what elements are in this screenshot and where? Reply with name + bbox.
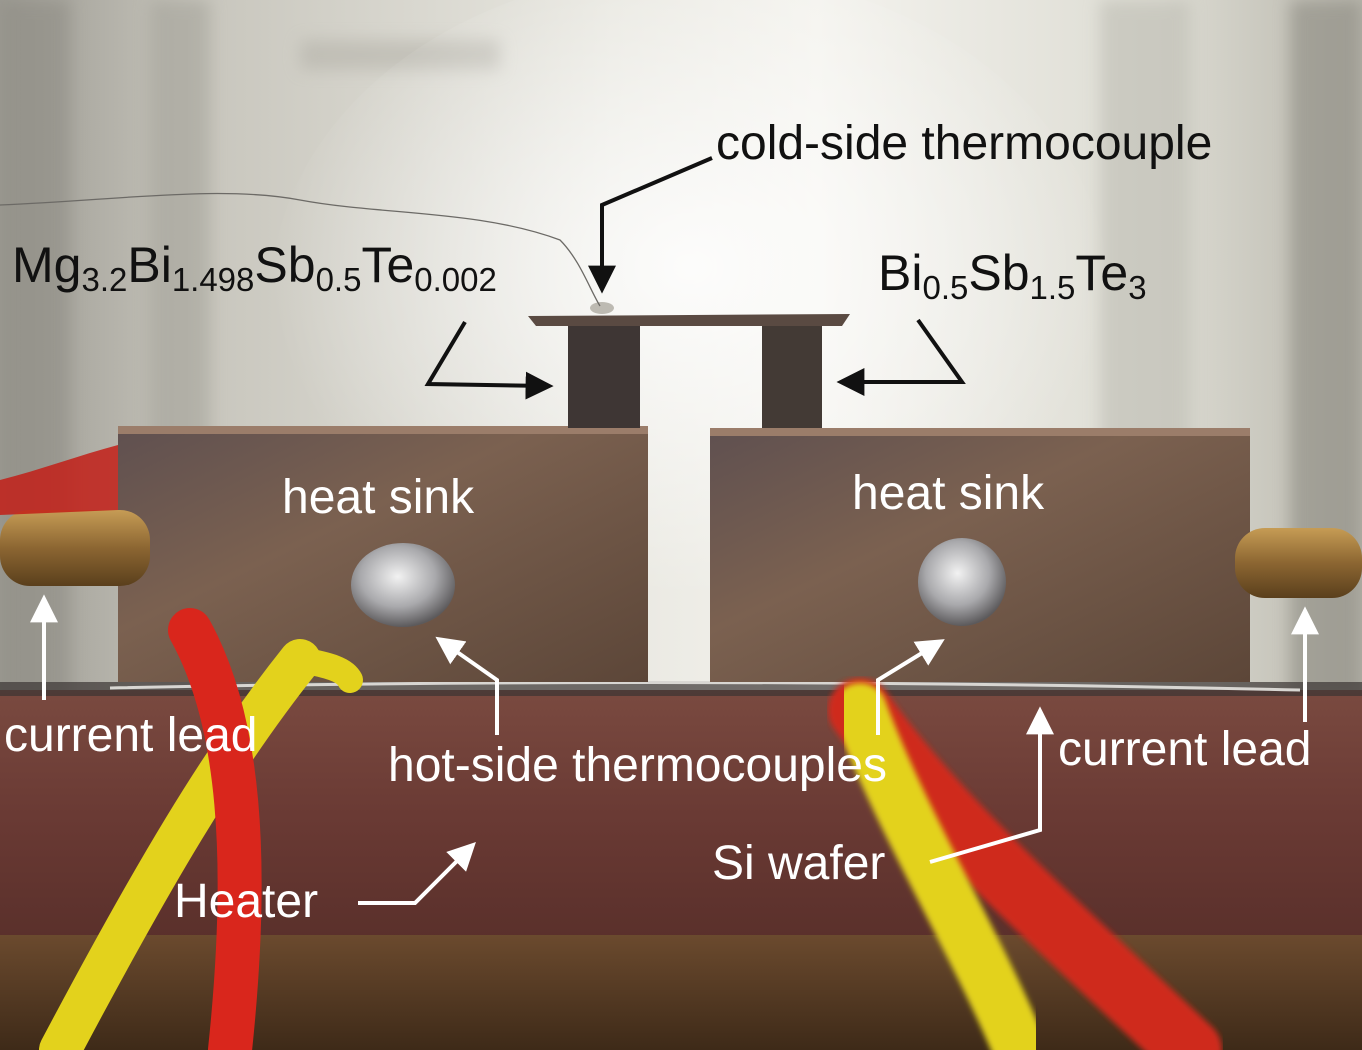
si-wafer-label: Si wafer <box>712 837 886 890</box>
formula-subscript: 0.5 <box>315 261 362 299</box>
formula-right-label: Bi0.5Sb1.5Te3 <box>878 245 1147 304</box>
hot-side-thermocouples-label: hot-side thermocouples <box>388 739 887 792</box>
heat-sink-left-label: heat sink <box>282 471 475 524</box>
current-lead-right-label: current lead <box>1058 723 1312 776</box>
formula-part: Bi <box>878 245 923 301</box>
heater-label: Heater <box>174 875 319 928</box>
formula-part: Te <box>361 237 415 293</box>
formula-left-label: Mg3.2Bi1.498Sb0.5Te0.002 <box>12 237 497 296</box>
formula-part: Bi <box>127 237 172 293</box>
annotation-arrows-black <box>424 156 966 400</box>
formula-subscript: 3 <box>1128 269 1147 307</box>
formula-subscript: 1.5 <box>1029 269 1076 307</box>
cold-side-thermocouple-label: cold-side thermocouple <box>716 117 1213 170</box>
heat-sink-right-label: heat sink <box>852 467 1045 520</box>
formula-subscript: 0.5 <box>922 269 969 307</box>
formula-subscript: 1.498 <box>171 261 255 299</box>
formula-part: Sb <box>254 237 316 293</box>
formula-part: Mg <box>12 237 82 293</box>
current-lead-left-label: current lead <box>4 709 258 762</box>
formula-subscript: 0.002 <box>414 261 497 299</box>
annotation-arrows-white <box>30 594 1319 905</box>
formula-part: Te <box>1075 245 1129 301</box>
formula-part: Sb <box>968 245 1030 301</box>
formula-subscript: 3.2 <box>81 261 128 299</box>
